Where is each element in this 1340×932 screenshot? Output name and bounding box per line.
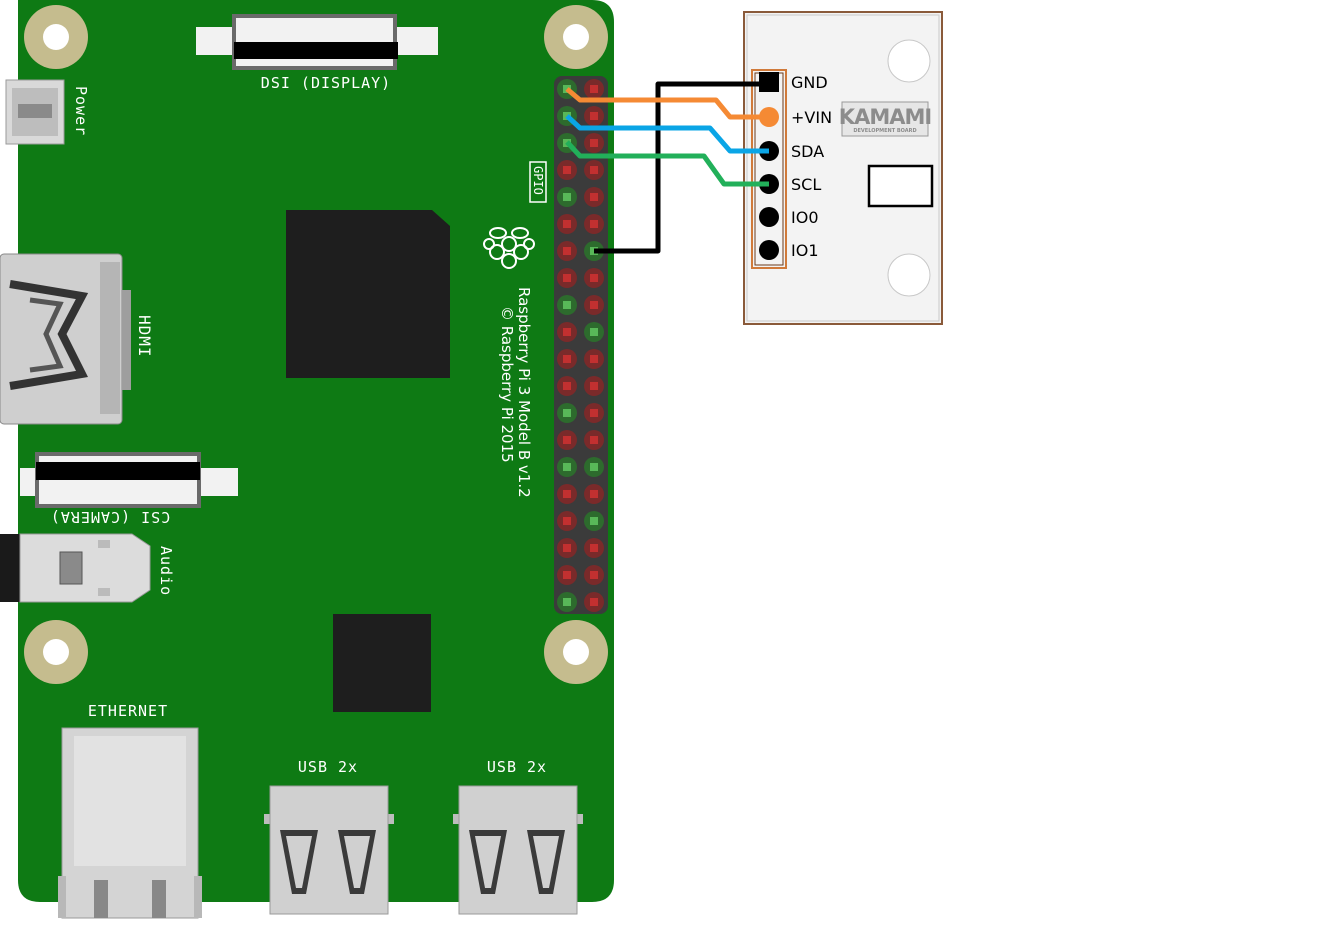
pcb [18,0,614,902]
gpio-pin [584,403,604,423]
power-label: Power [72,86,90,136]
wire-scl [565,140,769,187]
gpio-pin [584,592,604,612]
module-pin-label: SCL [791,175,821,194]
csi-connector: CSI (CAMERA) [20,452,238,526]
ethernet-label: ETHERNET [88,702,168,720]
module-pin-gnd: GND [759,72,828,92]
gpio-header [554,76,608,614]
gpio-pin [557,403,577,423]
gpio-pin [584,295,604,315]
gpio-pin [584,106,604,126]
mounting-hole [544,620,608,684]
gpio-pin [557,214,577,234]
mounting-hole [24,620,88,684]
gpio-pin [557,376,577,396]
hdmi-label: HDMI [135,315,154,358]
module-hole [887,253,931,297]
gpio-pin [557,187,577,207]
module-chip [867,164,934,208]
usb-port-1: USB 2x [264,758,394,915]
mounting-hole [544,5,608,69]
module-pin-io0: IO0 [759,207,819,227]
gpio-pin [584,376,604,396]
gpio-pin [584,79,604,99]
csi-label: CSI (CAMERA) [50,508,170,526]
module-hole [887,39,931,83]
hdmi-connector: HDMI [0,253,154,425]
module-pin-label: SDA [791,142,824,161]
board-name: Raspberry Pi 3 Model B v1.2 [515,287,533,498]
gpio-pin [584,214,604,234]
gpio-label-box: GPIO [529,161,547,203]
module-pin-io1: IO1 [759,240,819,260]
gpio-label: GPIO [531,166,545,195]
gpio-pin [584,322,604,342]
kamami-logo-text: KAMAMI [839,105,931,129]
raspberry-logo-icon [483,227,535,269]
dsi-label: DSI (DISPLAY) [261,74,391,92]
gpio-pin [557,457,577,477]
gpio-pin [557,268,577,288]
gpio-pin [584,538,604,558]
module-pin-header [751,69,787,269]
raspberry-pi-board: DSI (DISPLAY) Power HDMI CSI (CAMERA) [0,0,614,919]
gpio-pin [557,430,577,450]
wire-sda [565,114,769,154]
dsi-connector: DSI (DISPLAY) [196,14,438,92]
gpio-pin [584,160,604,180]
kamami-logo-sub: DEVELOPMENT BOARD [853,128,916,134]
gpio-pin [584,187,604,207]
power-connector: Power [5,79,90,145]
board-copyright: © Raspberry Pi 2015 [498,306,516,463]
mounting-hole [24,5,88,69]
ethernet-port: ETHERNET [58,702,202,919]
module-pin-label: IO1 [791,241,819,260]
gpio-pin [557,295,577,315]
module-pin-label: +VIN [791,108,832,127]
lan-chip [333,614,431,712]
gpio-pin [557,241,577,261]
audio-label: Audio [157,546,175,596]
gpio-pin [584,268,604,288]
gpio-pin [557,538,577,558]
module-pin-vin: +VIN [759,107,832,127]
gpio-pin [557,592,577,612]
gpio-pin [557,511,577,531]
soc-chip [286,210,450,378]
gpio-pin [584,349,604,369]
module-pin-label: IO0 [791,208,819,227]
gpio-pin [557,349,577,369]
module-pin-label: GND [791,73,828,92]
usb-port-2: USB 2x [453,758,583,915]
audio-jack: Audio [0,533,175,603]
gpio-pin [557,484,577,504]
gpio-pin [584,133,604,153]
gpio-pin [557,160,577,180]
kamami-logo: KAMAMI DEVELOPMENT BOARD [839,101,932,137]
wire-gnd [594,81,769,254]
wire-vin [565,87,769,120]
usb-label-1: USB 2x [298,758,358,776]
gpio-pin [584,565,604,585]
usb-label-2: USB 2x [487,758,547,776]
wires [565,81,769,254]
gpio-pin [584,430,604,450]
sensor-module: KAMAMI DEVELOPMENT BOARD GND +VIN SDA SCL IO… [743,11,943,325]
gpio-pin [584,484,604,504]
gpio-pin [584,457,604,477]
gpio-pin [557,565,577,585]
gpio-pin [584,511,604,531]
gpio-pin [557,322,577,342]
